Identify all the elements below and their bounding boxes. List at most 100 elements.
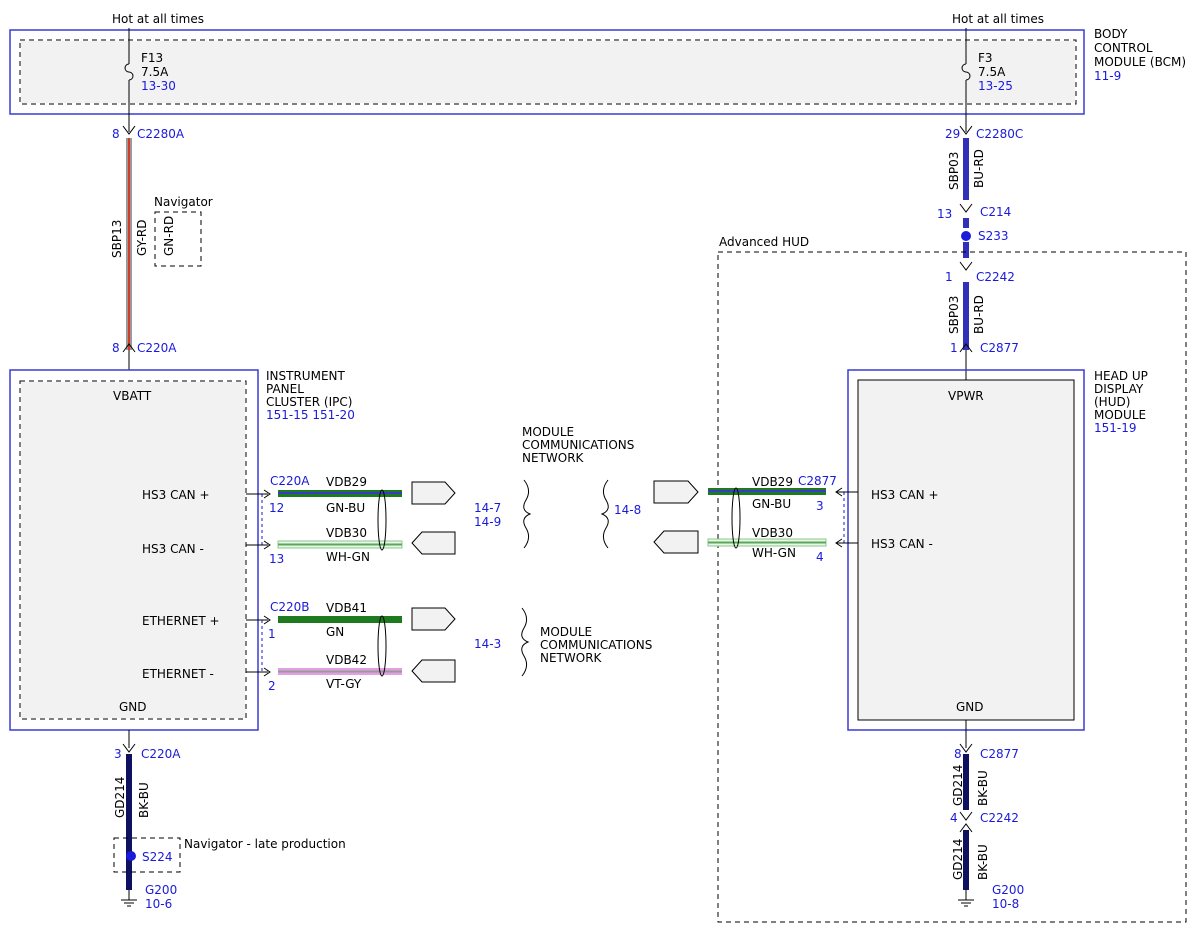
pin-c2877-top: 1 <box>950 341 958 355</box>
wire-gd214-right-bottom <box>963 830 969 890</box>
ipc-ethernet-minus: ETHERNET - <box>142 667 214 681</box>
pin-c2280a: 8 <box>112 127 120 141</box>
ground-g200-right[interactable]: G200 <box>992 883 1024 897</box>
connector-arrow-c2242-top <box>959 261 973 271</box>
color-bk-bu-right-top: BK-BU <box>976 770 990 806</box>
fuse-f13-name: F13 <box>141 51 163 65</box>
navigator-late-box <box>113 837 181 873</box>
connector-pointer-3[interactable] <box>411 607 456 631</box>
bcm-inner-dashed <box>19 39 1077 105</box>
conn-c2280c[interactable]: C2280C <box>976 127 1023 141</box>
splice-s224 <box>126 851 136 861</box>
circuit-sbp03-mid: SBP03 <box>947 296 961 334</box>
hud-pin-3: 3 <box>816 499 824 513</box>
hud-w2-color: WH-GN <box>752 546 796 560</box>
network-bottom-line3: NETWORK <box>540 651 603 665</box>
wire-s233-c2242 <box>963 242 969 258</box>
fuse-f13-symbol <box>124 63 134 81</box>
network-ref-14-8[interactable]: 14-8 <box>614 503 641 517</box>
arrow-eth-minus <box>263 667 271 677</box>
fuse-f3-symbol <box>961 63 971 81</box>
network-break-right <box>600 479 609 549</box>
ground-ref-right[interactable]: 10-8 <box>992 897 1019 911</box>
network-ref-14-7[interactable]: 14-7 <box>474 501 501 515</box>
network-bottom-line1: MODULE <box>540 625 592 639</box>
bcm-ref[interactable]: 11-9 <box>1094 69 1121 83</box>
connector-pointer-2[interactable] <box>411 531 456 555</box>
hud-vpwr: VPWR <box>948 389 984 403</box>
ipc-w3-circuit: VDB41 <box>326 601 367 615</box>
circuit-sbp03-top: SBP03 <box>947 152 961 190</box>
ground-ref-left[interactable]: 10-6 <box>145 897 172 911</box>
wire-vdb41 <box>278 616 402 623</box>
conn-c214[interactable]: C214 <box>980 205 1011 219</box>
wire-sbp13-stripe <box>128 138 130 350</box>
twist-symbol-hud <box>731 487 741 549</box>
connector-arrow-c220a-top <box>122 343 136 353</box>
wire-sbp03-top <box>963 138 969 200</box>
conn-c2242-bottom[interactable]: C2242 <box>980 811 1019 825</box>
color-bk-bu-left: BK-BU <box>137 782 151 818</box>
navigator-option-box <box>154 211 202 267</box>
hud-ref[interactable]: 151-19 <box>1094 421 1137 435</box>
conn-c220a-bottom[interactable]: C220A <box>141 747 181 761</box>
wire-vdb30-stripe <box>278 543 402 546</box>
connector-pointer-1[interactable] <box>411 481 456 505</box>
option-color-gn-rd: GN-RD <box>162 216 176 256</box>
conn-c2877-top[interactable]: C2877 <box>980 341 1019 355</box>
network-top-line2: COMMUNICATIONS <box>522 438 634 452</box>
connector-arrow-c2242-bottom <box>959 811 973 821</box>
hud-connector-pointer-2[interactable] <box>653 530 699 554</box>
connector-pointer-4[interactable] <box>411 659 456 683</box>
hud-pin-4: 4 <box>816 550 824 564</box>
bcm-title-2: CONTROL <box>1094 41 1153 55</box>
advanced-hud-box <box>717 251 1187 923</box>
arrow-can-plus <box>263 489 271 499</box>
conn-c220a-top[interactable]: C220A <box>137 341 177 355</box>
circuit-sbp13: SBP13 <box>110 220 124 258</box>
pin-2: 2 <box>268 679 276 693</box>
hud-title-3: (HUD) <box>1094 395 1130 409</box>
ground-g200-left[interactable]: G200 <box>145 883 177 897</box>
splice-s233-label[interactable]: S233 <box>978 229 1009 243</box>
ipc-hs3-can-plus: HS3 CAN + <box>142 488 210 502</box>
splice-s224-label[interactable]: S224 <box>142 850 173 864</box>
wire-gd214-right-top <box>963 754 969 810</box>
fuse-f3-ref[interactable]: 13-25 <box>978 79 1013 93</box>
ipc-gnd: GND <box>119 700 147 714</box>
connector-arrow-c2280c <box>959 125 973 135</box>
network-ref-14-3[interactable]: 14-3 <box>474 637 501 651</box>
splice-s233 <box>961 231 971 241</box>
hud-title-4: MODULE <box>1094 408 1146 422</box>
advanced-hud-label: Advanced HUD <box>719 235 809 249</box>
ipc-w3-color: GN <box>326 625 344 639</box>
hud-title-2: DISPLAY <box>1094 382 1144 396</box>
conn-c2877-bottom[interactable]: C2877 <box>980 747 1019 761</box>
navigator-late-label: Navigator - late production <box>184 837 346 851</box>
conn-c2280a[interactable]: C2280A <box>137 127 185 141</box>
ipc-ethernet-plus: ETHERNET + <box>142 614 220 628</box>
pin-13: 13 <box>269 552 284 566</box>
hot-label-left: Hot at all times <box>112 12 204 26</box>
pin-c214: 13 <box>937 207 952 221</box>
hud-hs3-can-plus: HS3 CAN + <box>871 488 939 502</box>
connector-arrow-c214 <box>959 203 973 213</box>
fuse-f13-ref[interactable]: 13-30 <box>141 79 176 93</box>
color-bu-rd-top: BU-RD <box>972 149 986 188</box>
bcm-title-3: MODULE (BCM) <box>1094 55 1186 69</box>
ipc-conn-c220a[interactable]: C220A <box>270 474 310 488</box>
fuse-f3-rating: 7.5A <box>978 65 1006 79</box>
conn-c2242-top[interactable]: C2242 <box>976 270 1015 284</box>
network-top-line3: NETWORK <box>522 451 585 465</box>
ipc-conn-c220b[interactable]: C220B <box>270 600 310 614</box>
network-top-line1: MODULE <box>522 425 574 439</box>
network-bottom-line2: COMMUNICATIONS <box>540 638 652 652</box>
ipc-ref[interactable]: 151-15 151-20 <box>266 408 355 422</box>
network-ref-14-9[interactable]: 14-9 <box>474 515 501 529</box>
connector-arrow-c2280a <box>122 125 136 135</box>
hud-connector-pointer-1[interactable] <box>653 480 699 504</box>
ipc-title-2: PANEL <box>266 382 304 396</box>
hud-conn-c2877[interactable]: C2877 <box>798 474 837 488</box>
pin-c220a-top: 8 <box>112 341 120 355</box>
ipc-hs3-can-minus: HS3 CAN - <box>142 542 204 556</box>
